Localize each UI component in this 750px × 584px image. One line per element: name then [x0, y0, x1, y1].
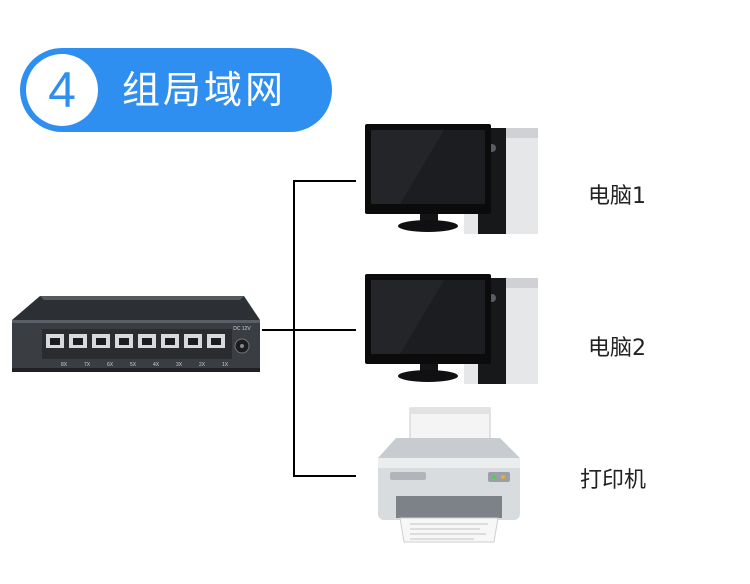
device-label-printer: 打印机: [580, 468, 647, 493]
device-label-pc1: 电脑1: [588, 184, 646, 209]
power-label: DC 12V: [233, 326, 251, 332]
desktop-computer-icon: [365, 274, 538, 384]
network-switch-icon: 8X 7X 6X 5X 4X 3X 2X 1X DC 12V: [12, 296, 260, 372]
port-label: 6X: [107, 362, 114, 368]
step-number-circle: 4: [26, 54, 98, 126]
desktop-computer-icon: [365, 124, 538, 234]
port-label: 4X: [153, 362, 160, 368]
device-label-pc2: 电脑2: [588, 336, 646, 361]
port-label: 3X: [176, 362, 183, 368]
printer-icon: [378, 407, 520, 543]
port-label: 1X: [222, 362, 229, 368]
step-title: 组局域网: [122, 68, 287, 112]
step-title-badge: 4 组局域网: [20, 48, 332, 132]
port-label: 5X: [130, 362, 137, 368]
step-number: 4: [48, 62, 76, 118]
port-label: 2X: [199, 362, 206, 368]
port-label: 7X: [84, 362, 91, 368]
port-label: 8X: [61, 362, 68, 368]
